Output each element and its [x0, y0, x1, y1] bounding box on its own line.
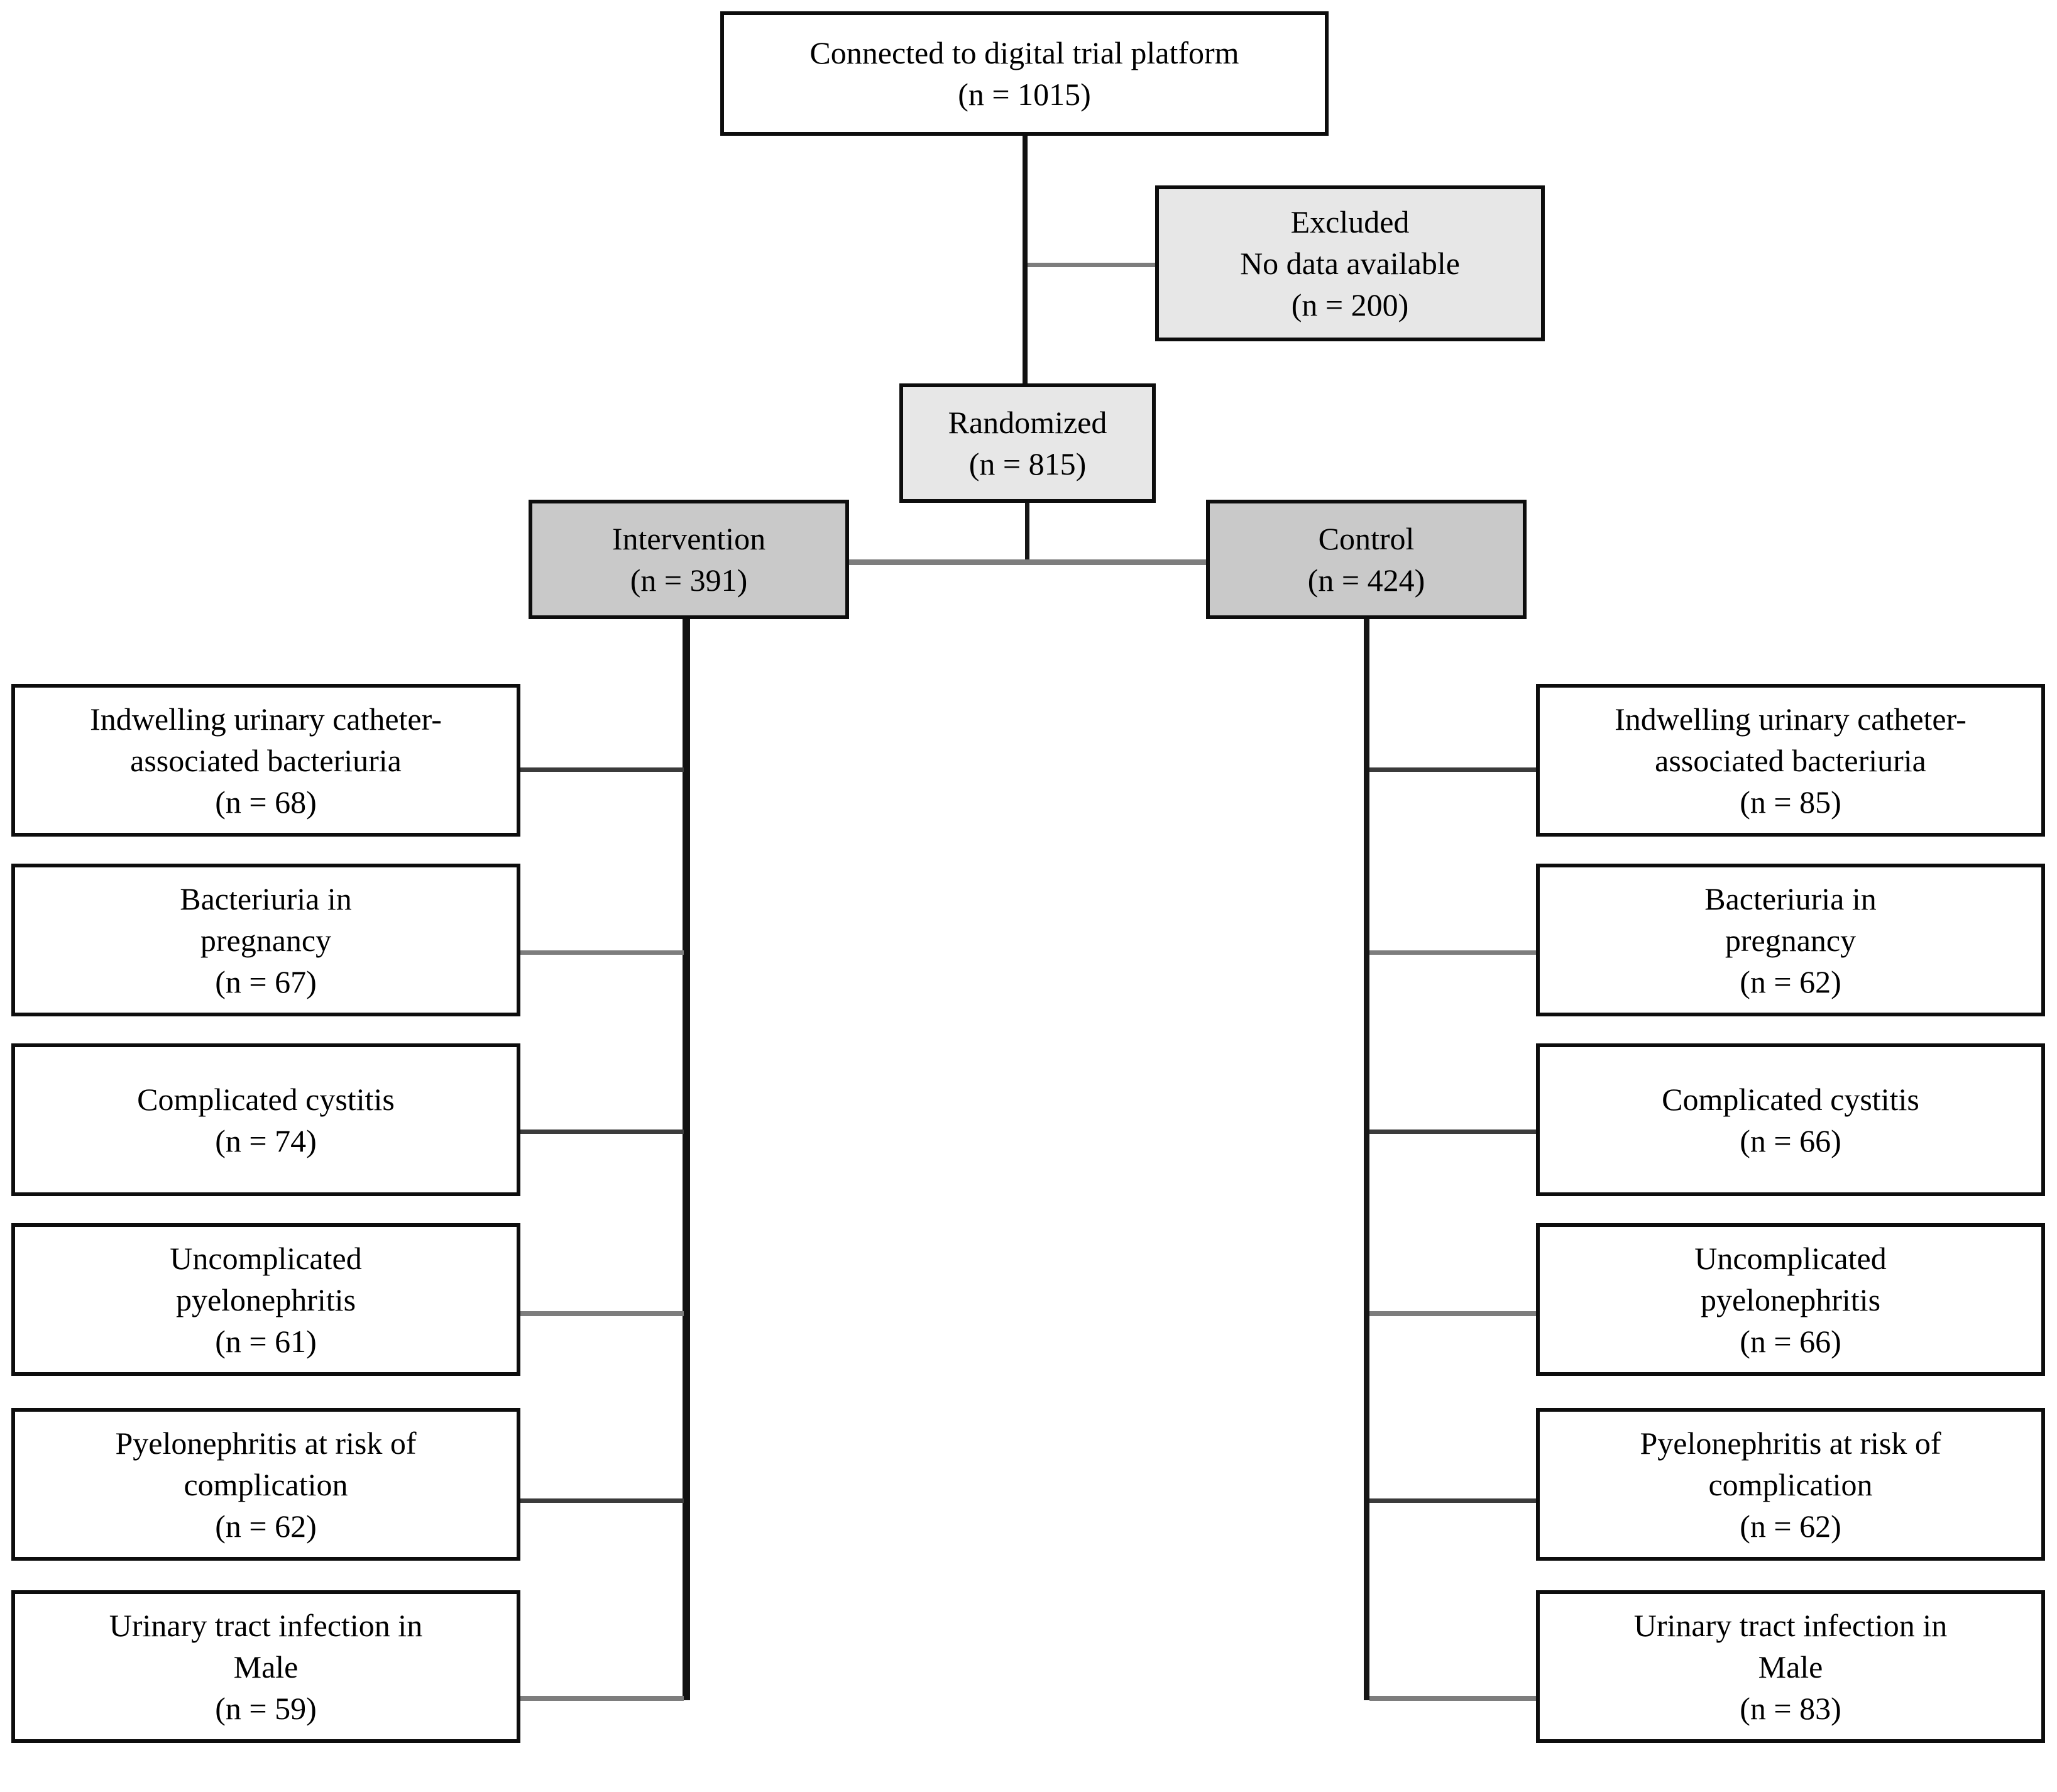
node-line: Uncomplicated [1694, 1240, 1887, 1276]
connector-intervention-stub-2 [519, 950, 684, 955]
leaf-intervention-4: Uncomplicated pyelonephritis (n = 61) [11, 1223, 520, 1376]
connector-intervention-stub-3 [519, 1130, 684, 1134]
node-line: associated bacteriuria [130, 742, 402, 778]
node-intervention: Intervention (n = 391) [529, 500, 849, 619]
node-line: (n = 61) [215, 1323, 317, 1359]
node-line: Male [233, 1649, 299, 1685]
connector-intervention-stub-1 [519, 767, 684, 772]
node-line: Intervention [612, 521, 766, 556]
connector-control-stub-6 [1369, 1696, 1536, 1701]
connector-control-stub-4 [1369, 1311, 1536, 1316]
node-line: associated bacteriuria [1655, 742, 1926, 778]
node-line: pyelonephritis [1700, 1282, 1881, 1317]
node-line: (n = 1015) [958, 77, 1091, 112]
leaf-intervention-5: Pyelonephritis at risk of complication (… [11, 1408, 520, 1561]
node-line: pregnancy [1725, 922, 1857, 958]
node-line: Urinary tract infection in [1633, 1607, 1948, 1643]
node-line: (n = 66) [1740, 1323, 1841, 1359]
node-line: complication [1708, 1466, 1873, 1502]
connector-control-stub-3 [1369, 1130, 1536, 1134]
connector-control-stub-1 [1369, 767, 1536, 772]
leaf-control-2: Bacteriuria in pregnancy (n = 62) [1536, 864, 2045, 1016]
node-control: Control (n = 424) [1206, 500, 1527, 619]
leaf-control-4: Uncomplicated pyelonephritis (n = 66) [1536, 1223, 2045, 1376]
leaf-control-5: Pyelonephritis at risk of complication (… [1536, 1408, 2045, 1561]
node-line: (n = 200) [1291, 287, 1409, 322]
connector-control-stub-2 [1369, 950, 1536, 955]
node-line: (n = 59) [215, 1690, 317, 1726]
node-line: pregnancy [200, 922, 332, 958]
node-line: Indwelling urinary catheter- [1615, 701, 1966, 737]
node-line: No data available [1240, 246, 1460, 281]
node-line: (n = 85) [1740, 784, 1841, 820]
node-line: (n = 67) [215, 964, 317, 999]
node-randomized: Randomized (n = 815) [899, 383, 1156, 503]
node-line: Complicated cystitis [1662, 1081, 1919, 1117]
node-line: Indwelling urinary catheter- [90, 701, 442, 737]
node-line: (n = 66) [1740, 1123, 1841, 1158]
connector-intervention-stub-5 [519, 1498, 684, 1503]
connector-arm-split-bar [848, 559, 1207, 565]
node-line: (n = 62) [1740, 964, 1841, 999]
node-line: Complicated cystitis [137, 1081, 395, 1117]
connector-intervention-trunk [683, 619, 690, 1700]
connector-platform-to-randomized [1023, 136, 1028, 390]
leaf-control-3: Complicated cystitis (n = 66) [1536, 1043, 2045, 1196]
connector-intervention-stub-6 [519, 1696, 684, 1701]
node-line: Male [1758, 1649, 1823, 1685]
node-line: Urinary tract infection in [109, 1607, 423, 1643]
node-line: Pyelonephritis at risk of [1640, 1425, 1941, 1461]
leaf-intervention-3: Complicated cystitis (n = 74) [11, 1043, 520, 1196]
node-connected-to-platform: Connected to digital trial platform (n =… [720, 11, 1329, 136]
node-line: Control [1318, 521, 1415, 556]
node-line: Pyelonephritis at risk of [115, 1425, 417, 1461]
node-line: (n = 424) [1307, 563, 1425, 598]
node-line: (n = 83) [1740, 1690, 1841, 1726]
node-line: Bacteriuria in [180, 881, 352, 916]
connector-to-excluded [1028, 263, 1156, 267]
connector-randomized-to-split [1025, 503, 1029, 563]
node-line: (n = 62) [1740, 1508, 1841, 1544]
node-excluded: Excluded No data available (n = 200) [1155, 185, 1545, 341]
node-line: Randomized [948, 405, 1107, 440]
node-line: Connected to digital trial platform [809, 35, 1239, 70]
leaf-control-6: Urinary tract infection in Male (n = 83) [1536, 1590, 2045, 1743]
node-line: (n = 62) [215, 1508, 317, 1544]
connector-intervention-stub-4 [519, 1311, 684, 1316]
node-line: (n = 815) [968, 446, 1087, 481]
node-line: Excluded [1290, 204, 1410, 239]
node-line: (n = 68) [215, 784, 317, 820]
connector-control-stub-5 [1369, 1498, 1536, 1503]
node-line: pyelonephritis [175, 1282, 356, 1317]
node-line: (n = 74) [215, 1123, 317, 1158]
leaf-control-1: Indwelling urinary catheter- associated … [1536, 684, 2045, 837]
leaf-intervention-2: Bacteriuria in pregnancy (n = 67) [11, 864, 520, 1016]
node-line: (n = 391) [630, 563, 748, 598]
node-line: Uncomplicated [170, 1240, 362, 1276]
connector-control-trunk [1364, 619, 1369, 1700]
node-line: complication [184, 1466, 348, 1502]
node-line: Bacteriuria in [1704, 881, 1877, 916]
leaf-intervention-1: Indwelling urinary catheter- associated … [11, 684, 520, 837]
leaf-intervention-6: Urinary tract infection in Male (n = 59) [11, 1590, 520, 1743]
